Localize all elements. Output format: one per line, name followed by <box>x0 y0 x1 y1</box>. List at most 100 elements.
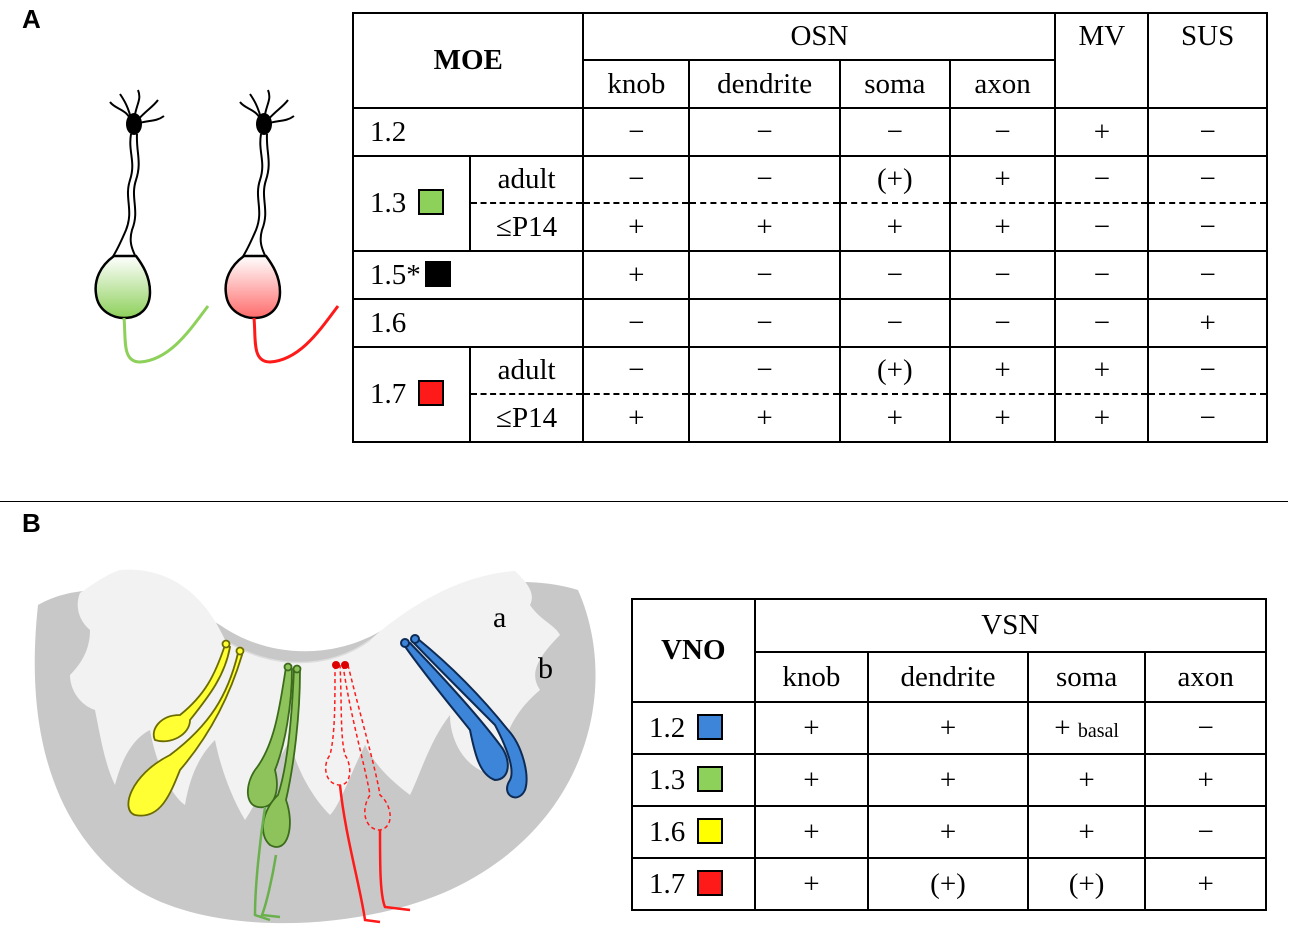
panel-a-label: A <box>22 4 41 34</box>
cell: + <box>688 202 841 252</box>
cell: + <box>582 250 691 300</box>
cell: − <box>1147 250 1268 300</box>
p14-label: ≤P14 <box>468 202 585 252</box>
col-dendrite: dendrite <box>688 59 841 109</box>
cell: + <box>838 202 951 252</box>
cell: + <box>688 393 841 443</box>
green-swatch <box>697 765 724 792</box>
vsn-red-axons <box>338 784 411 924</box>
osn-neuron-green <box>94 89 210 364</box>
table-row: 1.5* + − − − − − <box>351 250 1268 300</box>
cell: − <box>688 298 841 348</box>
red-swatch <box>418 380 445 406</box>
row-label: 1.7 <box>631 857 756 911</box>
p14-label: ≤P14 <box>468 393 585 443</box>
cell: + <box>582 202 691 252</box>
col-soma: soma <box>1026 651 1147 703</box>
cell: + <box>582 393 691 443</box>
cell: − <box>838 107 951 157</box>
col-knob: knob <box>582 59 691 109</box>
cell: − <box>1144 701 1267 755</box>
cell: − <box>582 107 691 157</box>
row-label: 1.2 <box>631 701 756 755</box>
col-dendrite: dendrite <box>867 651 1029 703</box>
cell: − <box>1054 298 1150 348</box>
cell: + <box>1144 753 1267 807</box>
table-row: 1.7 adult − − (+) + + − <box>352 346 1268 443</box>
yellow-swatch <box>697 817 724 844</box>
cell: − <box>582 155 691 204</box>
cell: (+) <box>838 346 951 395</box>
cell: − <box>1147 346 1268 395</box>
cell: − <box>582 346 691 395</box>
cell: − <box>688 155 841 204</box>
adult-label: adult <box>468 346 585 395</box>
cell: − <box>1147 155 1268 204</box>
moe-corner-header: MOE <box>351 12 585 109</box>
cell: + <box>1054 107 1150 157</box>
cell: + <box>1054 346 1150 395</box>
table-row: ≤P14 + + + + + − <box>353 393 1268 443</box>
cell: (+) <box>838 155 951 204</box>
cell: + <box>948 155 1057 204</box>
col-knob: knob <box>753 651 870 703</box>
table-row: 1.2 + + + basal − <box>631 701 1267 755</box>
cell: − <box>1144 805 1267 859</box>
cell: + <box>838 393 951 443</box>
cell: − <box>582 298 691 348</box>
cell: + <box>753 805 870 859</box>
cell: − <box>948 298 1057 348</box>
moe-table: MOE OSN MV SUS knob dendrite soma axon 1… <box>351 12 1268 443</box>
panel-b-label: B <box>22 508 41 538</box>
osn-neuron-red <box>224 89 340 364</box>
col-axon: axon <box>948 59 1057 109</box>
region-a-label: a <box>493 601 506 634</box>
cell: + <box>948 346 1057 395</box>
black-swatch <box>424 260 451 287</box>
vno-table: VNO VSN knob dendrite soma axon 1.2 + + … <box>631 598 1268 911</box>
cell: + <box>753 753 870 807</box>
row-label: 1.2 <box>351 107 585 157</box>
red-swatch <box>697 869 724 896</box>
table-row: ≤P14 + + + + − − <box>353 202 1268 252</box>
cell: + <box>1026 753 1147 807</box>
vno-region-a <box>70 569 560 820</box>
osn-header: OSN <box>582 12 1057 61</box>
vsn-neuron-yellow <box>127 639 245 817</box>
sus-header: SUS <box>1147 12 1268 109</box>
vno-diagram: a b <box>34 569 596 924</box>
col-soma: soma <box>838 59 951 109</box>
cell: − <box>688 107 841 157</box>
table-row: 1.7 + (+) (+) + <box>631 857 1267 911</box>
vsn-neuron-red-knobs <box>332 661 349 669</box>
cell: (+) <box>867 857 1029 911</box>
cell: + <box>867 805 1029 859</box>
cell: + <box>1144 857 1267 911</box>
vsn-header: VSN <box>753 598 1268 653</box>
cell: − <box>838 250 951 300</box>
cell: + <box>948 393 1057 443</box>
vsn-neuron-blue <box>400 634 528 799</box>
table-row: 1.6 − − − − − + <box>351 298 1268 348</box>
row-label: 1.3 <box>352 155 471 252</box>
cell: − <box>948 250 1057 300</box>
cell: + <box>1026 805 1147 859</box>
mv-header: MV <box>1054 12 1150 109</box>
vsn-neuron-green <box>246 662 302 922</box>
col-axon: axon <box>1144 651 1267 703</box>
cell: + <box>1054 393 1150 443</box>
vno-corner-header: VNO <box>631 598 756 703</box>
cell: − <box>1054 155 1150 204</box>
row-label: 1.7 <box>352 346 471 443</box>
blue-swatch <box>697 713 724 740</box>
cell: + <box>867 701 1029 755</box>
cell: + basal <box>1026 701 1147 755</box>
cell: − <box>838 298 951 348</box>
cell: + <box>1147 298 1268 348</box>
row-label: 1.3 <box>631 753 756 807</box>
cell: − <box>688 346 841 395</box>
row-label: 1.6 <box>351 298 585 348</box>
table-row: 1.6 + + + − <box>631 805 1267 859</box>
osn-illustrations <box>94 89 340 364</box>
green-swatch <box>418 189 445 215</box>
